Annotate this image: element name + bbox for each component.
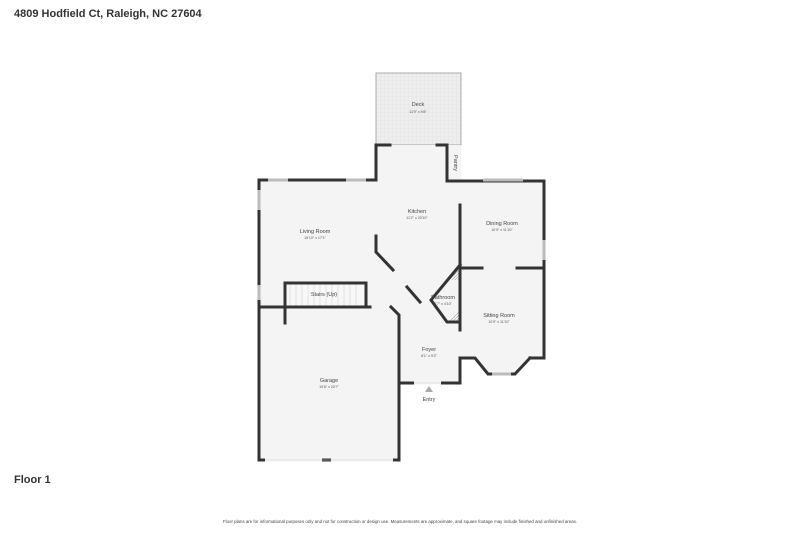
deck-label: Deck [412, 102, 425, 108]
garage-label: Garage [320, 378, 338, 384]
foyer-label: Foyer [422, 347, 436, 353]
living-room-label: Living Room [300, 229, 331, 235]
garage-dims: 19'6" x 20'7" [319, 385, 339, 389]
sitting-room-label: Sitting Room [483, 313, 515, 319]
interior-floor [259, 145, 544, 460]
deck-dims: 11'9" x 9'8" [409, 110, 427, 114]
pantry-label: Pantry [452, 155, 458, 171]
stairs-graphic [285, 283, 367, 307]
bath-cabinet [447, 310, 460, 322]
bathroom-dims: 4'7" x 4'10" [434, 302, 452, 306]
living-room-dims: 15'10" x 17'1" [304, 236, 326, 240]
dining-room-dims: 10'9" x 11'10" [491, 228, 513, 232]
address-title: 4809 Hodfield Ct, Raleigh, NC 27604 [14, 8, 202, 20]
foyer-dims: 8'1" x 9'2" [421, 354, 437, 358]
walls [257, 143, 546, 462]
deck-area [375, 72, 462, 146]
entry-label: Entry [423, 397, 436, 403]
dining-room-label: Dining Room [486, 221, 518, 227]
sitting-room-dims: 10'9" x 11'10" [488, 320, 510, 324]
disclaimer: Floor plans are for informational purpos… [222, 519, 578, 524]
stairs-label: Stairs (Up) [311, 292, 337, 298]
bathroom-label: Bathroom [431, 295, 455, 301]
entry-arrow-icon [425, 386, 433, 392]
kitchen-label: Kitchen [408, 209, 426, 215]
floor-label: Floor 1 [14, 474, 51, 486]
kitchen-dims: 11'2" x 20'10" [406, 216, 428, 220]
